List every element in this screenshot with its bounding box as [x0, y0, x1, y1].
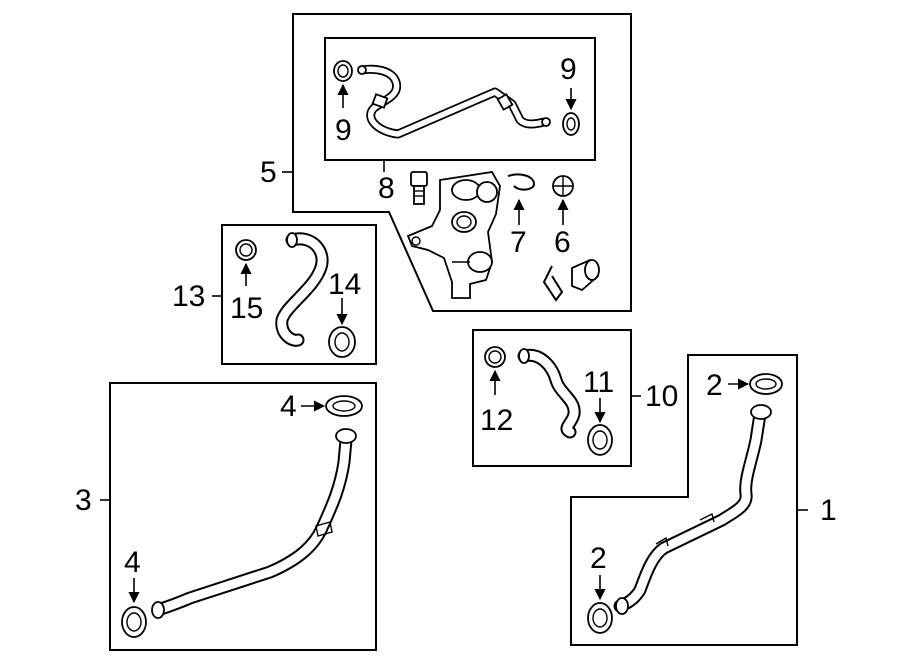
- group-10-box: [472, 329, 632, 467]
- clamp-14: [328, 326, 356, 358]
- group-5: 5 9 9 8: [260, 13, 632, 312]
- hose-13: [275, 232, 329, 347]
- pipe-3: [151, 428, 357, 619]
- callout-9-right: 9: [560, 53, 577, 86]
- callout-4-top: 4: [280, 390, 297, 423]
- group-10: 10 12 11: [472, 329, 678, 467]
- seal-6: [552, 175, 574, 197]
- clamp-15: [235, 239, 257, 261]
- group-3: 3 4 4: [75, 382, 377, 651]
- seal-4-top: [325, 395, 363, 417]
- pipe-1: [613, 404, 772, 615]
- callout-6: 6: [554, 226, 571, 259]
- callout-2-top: 2: [706, 369, 723, 402]
- callout-11: 11: [583, 366, 614, 399]
- thermostat-housing: [406, 171, 501, 299]
- callout-9-left: 9: [335, 114, 352, 147]
- callout-13: 13: [172, 280, 205, 313]
- callout-14: 14: [328, 268, 361, 301]
- callout-1: 1: [820, 494, 837, 527]
- bolt-8: [410, 171, 428, 205]
- callout-4-bottom: 4: [124, 546, 141, 579]
- adapter-sleeve: [571, 258, 600, 292]
- callout-8: 8: [378, 172, 395, 205]
- spring-clip: [542, 265, 564, 302]
- clamp-9-left: [333, 60, 353, 82]
- seal-4-bottom: [121, 606, 147, 638]
- clamp-11: [587, 424, 613, 456]
- callout-2-bottom: 2: [590, 542, 607, 575]
- hose-10: [517, 348, 581, 439]
- clamp-9-right: [562, 112, 580, 136]
- group-1: 1 2 2: [570, 354, 837, 646]
- group-13: 13 15 14: [172, 224, 377, 365]
- callout-7: 7: [510, 226, 527, 259]
- coolant-pipe-part-9-assembly: [357, 64, 551, 139]
- clamp-12: [484, 346, 506, 368]
- group-3-box: [109, 382, 377, 651]
- callout-10: 10: [645, 380, 678, 413]
- callout-5: 5: [260, 156, 277, 189]
- group-9-inner-box: [324, 37, 596, 161]
- callout-3: 3: [75, 484, 92, 517]
- callout-15: 15: [230, 292, 263, 325]
- callout-12: 12: [480, 404, 513, 437]
- group-1-box: [570, 354, 798, 646]
- seal-2-top: [749, 373, 783, 395]
- seal-2-bottom: [587, 602, 613, 634]
- clip-7: [507, 173, 536, 191]
- group-13-box: [221, 224, 377, 365]
- group-5-box: [292, 13, 632, 312]
